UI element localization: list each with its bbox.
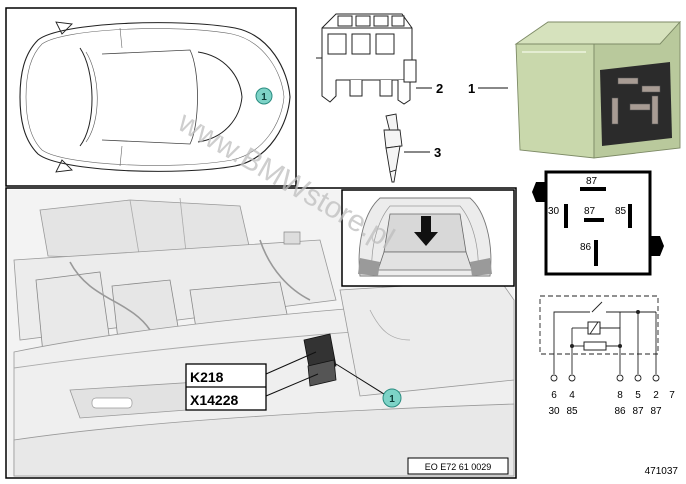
- part-number: 471037: [645, 466, 679, 477]
- schematic-pin-labels: 6 4 8 5 2 7 30 85 86 87 87: [548, 390, 675, 417]
- location-arrow-icon: [414, 216, 438, 246]
- relay-schematic: [539, 295, 659, 374]
- part-label-3: 3: [434, 145, 441, 160]
- connector-housing-part-2: [316, 13, 417, 105]
- pinout-label-87-top: 87: [586, 176, 598, 187]
- pinout-label-87-middle: 87: [584, 206, 596, 217]
- schematic-top-4: 5: [635, 390, 641, 401]
- rear-view-inset: [341, 189, 515, 287]
- part-label-2: 2: [436, 81, 443, 96]
- schematic-top-5: 2: [653, 390, 659, 401]
- part-label-1: 1: [468, 81, 475, 96]
- pinout-label-30: 30: [548, 206, 560, 217]
- installation-callout-1: [382, 388, 402, 408]
- schematic-terminals: [550, 374, 660, 382]
- car-top-view-panel: 1: [5, 7, 297, 187]
- terminal-part-3: [383, 113, 403, 183]
- schematic-bottom-3: 86: [614, 406, 626, 417]
- installation-callout-1-label: 1: [389, 394, 395, 405]
- location-callout-1-label: 1: [261, 92, 267, 103]
- schematic-top-2: 4: [569, 390, 575, 401]
- label-k218: K218: [190, 369, 224, 385]
- schematic-bottom-5: 87: [650, 406, 662, 417]
- schematic-dots: [570, 310, 640, 348]
- relay-pinout-diagram: [532, 170, 664, 276]
- schematic-top-1: 6: [551, 390, 557, 401]
- pinout-label-86: 86: [580, 242, 592, 253]
- diagram-code: EO E72 61 0029: [425, 462, 492, 472]
- schematic-bottom-2: 85: [566, 406, 578, 417]
- schematic-bottom-1: 30: [548, 406, 560, 417]
- schematic-top-6: 7: [669, 390, 675, 401]
- label-x14228: X14228: [190, 392, 238, 408]
- schematic-bottom-4: 87: [632, 406, 644, 417]
- pinout-label-85: 85: [615, 206, 627, 217]
- schematic-top-3: 8: [617, 390, 623, 401]
- relay-part-1: [514, 20, 682, 159]
- location-callout-1: [255, 87, 273, 105]
